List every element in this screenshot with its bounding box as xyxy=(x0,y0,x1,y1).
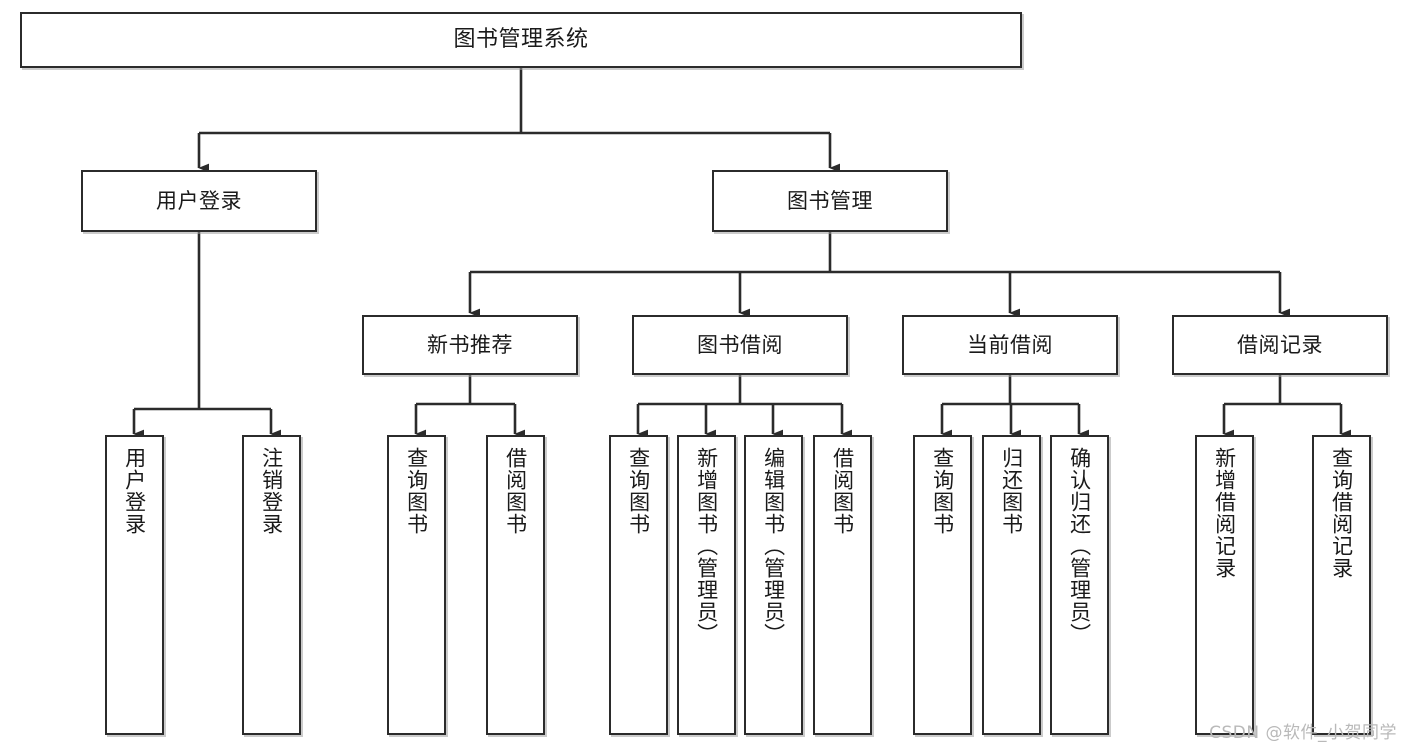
node-current-borrow[interactable]: 当前借阅 xyxy=(902,315,1118,375)
node-label: 图书管理系统 xyxy=(453,26,589,52)
node-label: 查询图书 xyxy=(626,447,651,535)
node-label: 当前借阅 xyxy=(967,332,1053,357)
node-label: 图书借阅 xyxy=(697,332,783,357)
node-label: 新书推荐 xyxy=(427,332,513,357)
leaf-recommend-borrow-book[interactable]: 借阅图书 xyxy=(486,435,545,735)
node-label: 借阅图书 xyxy=(503,447,528,535)
node-label: 查询图书 xyxy=(930,447,955,535)
leaf-borrow-query-book[interactable]: 查询图书 xyxy=(609,435,668,735)
node-label: 编辑图书（管理员） xyxy=(761,447,786,645)
leaf-borrow-add-book-admin[interactable]: 新增图书（管理员） xyxy=(677,435,736,735)
leaf-records-add-record[interactable]: 新增借阅记录 xyxy=(1195,435,1254,735)
leaf-user-logout[interactable]: 注销登录 xyxy=(242,435,301,735)
node-new-book-recommend[interactable]: 新书推荐 xyxy=(362,315,578,375)
node-label: 用户登录 xyxy=(122,447,147,535)
node-label: 归还图书 xyxy=(999,447,1024,535)
node-root-system[interactable]: 图书管理系统 xyxy=(20,12,1022,68)
leaf-current-return-book[interactable]: 归还图书 xyxy=(982,435,1041,735)
node-label: 查询借阅记录 xyxy=(1329,447,1354,579)
node-label: 查询图书 xyxy=(404,447,429,535)
watermark: CSDN @软件_小贺同学 xyxy=(1209,723,1397,743)
node-borrow-records[interactable]: 借阅记录 xyxy=(1172,315,1388,375)
node-label: 确认归还（管理员） xyxy=(1067,447,1092,645)
leaf-current-confirm-return-admin[interactable]: 确认归还（管理员） xyxy=(1050,435,1109,735)
node-label: 新增图书（管理员） xyxy=(694,447,719,645)
leaf-user-login[interactable]: 用户登录 xyxy=(105,435,164,735)
node-label: 注销登录 xyxy=(259,447,284,535)
node-label: 借阅图书 xyxy=(830,447,855,535)
leaf-current-query-book[interactable]: 查询图书 xyxy=(913,435,972,735)
node-book-management[interactable]: 图书管理 xyxy=(712,170,948,232)
node-label: 图书管理 xyxy=(787,188,873,213)
node-label: 用户登录 xyxy=(156,188,242,213)
leaf-records-query-record[interactable]: 查询借阅记录 xyxy=(1312,435,1371,735)
leaf-borrow-edit-book-admin[interactable]: 编辑图书（管理员） xyxy=(744,435,803,735)
leaf-borrow-borrow-book[interactable]: 借阅图书 xyxy=(813,435,872,735)
node-book-borrow[interactable]: 图书借阅 xyxy=(632,315,848,375)
node-label: 借阅记录 xyxy=(1237,332,1323,357)
node-user-login[interactable]: 用户登录 xyxy=(81,170,317,232)
leaf-recommend-query-book[interactable]: 查询图书 xyxy=(387,435,446,735)
node-label: 新增借阅记录 xyxy=(1212,447,1237,579)
